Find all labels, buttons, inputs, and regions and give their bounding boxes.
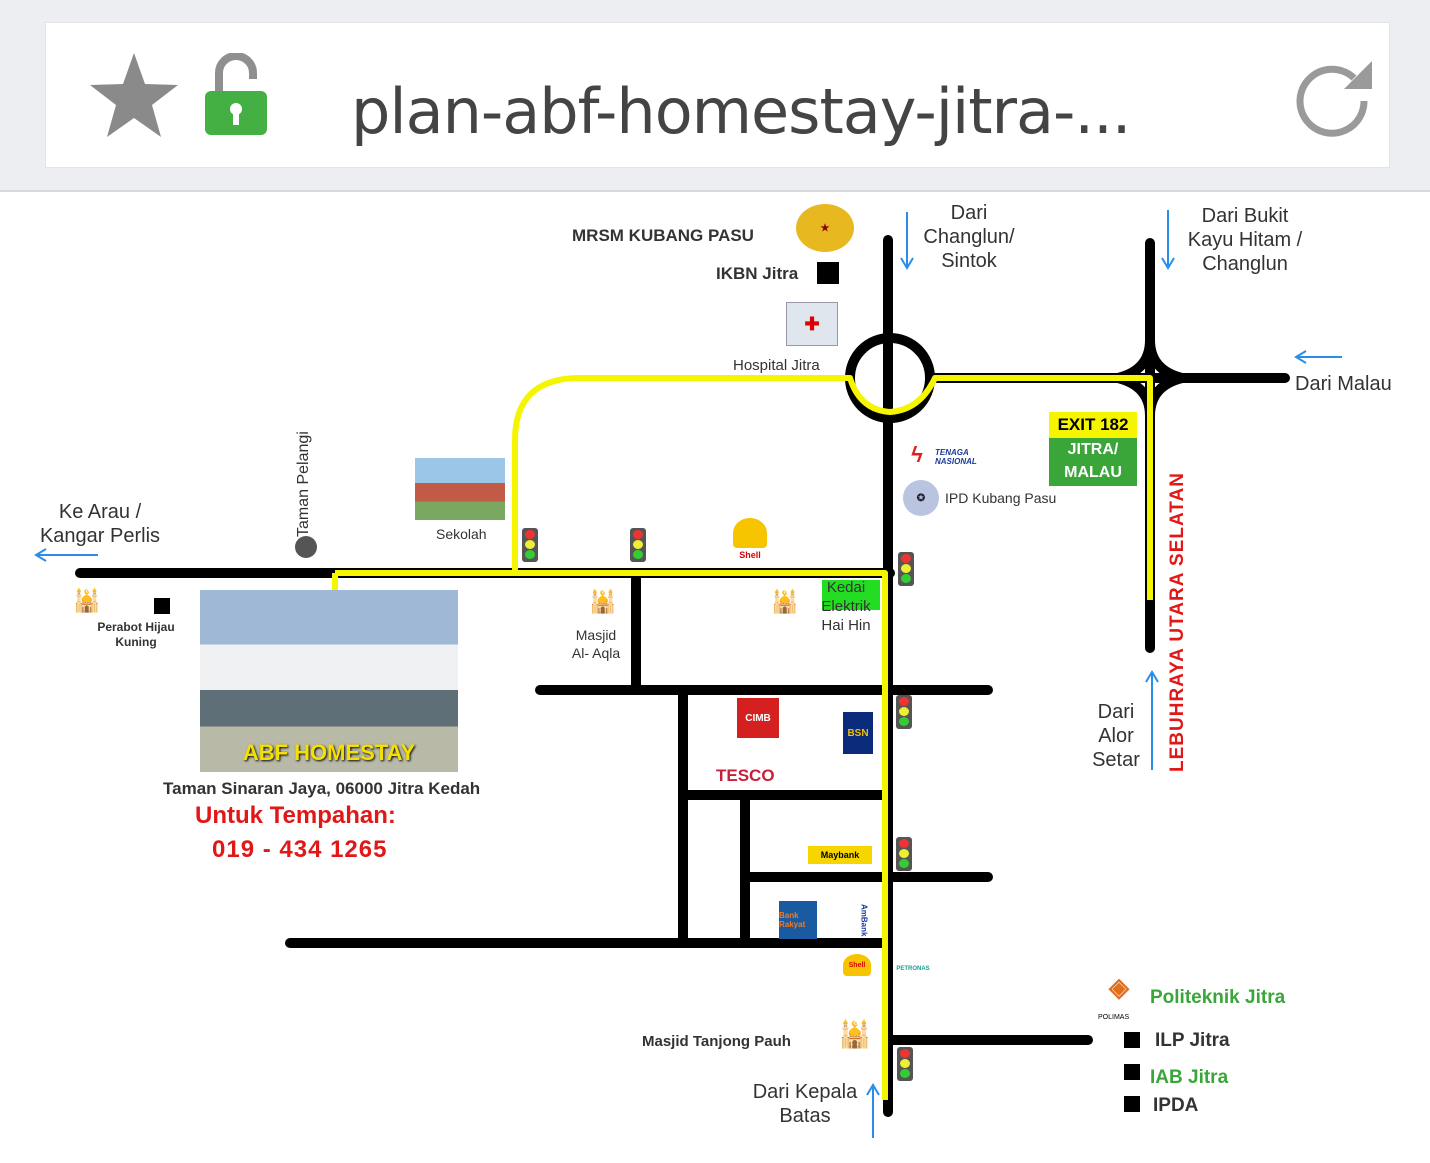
iab-label: IAB Jitra bbox=[1150, 1067, 1229, 1088]
mrsm-label: MRSM KUBANG PASU bbox=[572, 226, 754, 245]
ipd-label: IPD Kubang Pasu bbox=[945, 490, 1057, 506]
address-bar[interactable]: plan-abf-homestay-jitra-... bbox=[45, 22, 1390, 168]
traffic-light-icon bbox=[896, 695, 912, 729]
exit-number-sign: EXIT 182 bbox=[1049, 412, 1137, 438]
exit-destination-sign: JITRA/ MALAU bbox=[1049, 438, 1137, 486]
tnb-label: TENAGA NASIONAL bbox=[935, 448, 977, 466]
traffic-light-icon bbox=[896, 837, 912, 871]
ambank-logo: AmBank bbox=[859, 903, 869, 937]
browser-toolbar: plan-abf-homestay-jitra-... bbox=[0, 0, 1430, 192]
ikbn-label: IKBN Jitra bbox=[716, 264, 799, 283]
from-bukit-kayu-hitam-label: Dari Bukit Kayu Hitam / Changlun bbox=[1187, 205, 1303, 275]
police-crest-icon: ✪ bbox=[903, 480, 939, 516]
homestay-address: Taman Sinaran Jaya, 06000 Jitra Kedah bbox=[163, 779, 481, 798]
to-arau-label: Ke Arau / Kangar Perlis bbox=[39, 501, 161, 547]
shell-logo-2: Shell bbox=[843, 954, 871, 976]
ipda-marker bbox=[1124, 1096, 1140, 1112]
politeknik-label: Politeknik Jitra bbox=[1150, 987, 1286, 1008]
hospital-icon: ✚ bbox=[786, 302, 838, 346]
mosque-icon: 🕌 bbox=[589, 589, 617, 614]
iab-marker bbox=[1124, 1064, 1140, 1080]
hospital-label: Hospital Jitra bbox=[733, 357, 820, 374]
perabot-label: Perabot Hijau Kuning bbox=[97, 620, 175, 649]
polimas-logo-icon: ◈ bbox=[1109, 971, 1129, 1002]
ilp-label: ILP Jitra bbox=[1155, 1030, 1230, 1051]
shell-logo-icon bbox=[733, 518, 767, 548]
star-icon[interactable] bbox=[88, 51, 180, 141]
taman-pelangi-label: Taman Pelangi bbox=[295, 431, 312, 537]
shell-label: Shell bbox=[739, 550, 761, 560]
bank-rakyat-logo: Bank Rakyat bbox=[779, 901, 817, 939]
from-alor-setar-label: Dari Alor Setar bbox=[1092, 701, 1140, 771]
traffic-light-icon bbox=[522, 528, 538, 562]
from-kepala-batas-label: Dari Kepala Batas bbox=[752, 1081, 858, 1127]
homestay-name: ABF HOMESTAY bbox=[242, 740, 416, 765]
ipda-label: IPDA bbox=[1153, 1095, 1199, 1116]
cimb-logo: CIMB bbox=[737, 698, 779, 738]
reload-icon[interactable] bbox=[1286, 55, 1378, 147]
location-map: MRSM KUBANG PASU ★ IKBN Jitra ✚ Hospital… bbox=[0, 192, 1430, 1163]
from-changlun-label: Dari Changlun/ Sintok bbox=[923, 202, 1015, 272]
url-text[interactable]: plan-abf-homestay-jitra-... bbox=[351, 75, 1131, 148]
traffic-light-icon bbox=[630, 528, 646, 562]
perabot-marker bbox=[154, 598, 170, 614]
bsn-logo: BSN bbox=[843, 712, 873, 754]
phone-number[interactable]: 019 - 434 1265 bbox=[212, 836, 388, 863]
unlocked-padlock-icon bbox=[205, 53, 267, 135]
mosque-icon: 🕌 bbox=[771, 589, 799, 614]
booking-label: Untuk Tempahan: bbox=[195, 802, 396, 829]
petronas-logo: PETRONAS bbox=[896, 966, 930, 972]
maybank-logo: Maybank bbox=[808, 846, 872, 864]
tesco-logo: TESCO bbox=[716, 766, 775, 785]
homestay-photo bbox=[200, 590, 458, 772]
tnb-logo-icon: ϟ bbox=[911, 442, 923, 467]
masjid-tanjong-pauh-label: Masjid Tanjong Pauh bbox=[642, 1033, 791, 1050]
kedai-highlight bbox=[822, 580, 880, 610]
from-malau-label: Dari Malau bbox=[1295, 373, 1392, 395]
mrsm-crest-icon: ★ bbox=[796, 204, 854, 252]
school-photo bbox=[415, 458, 505, 520]
mosque-icon: 🕌 bbox=[838, 1018, 872, 1049]
polimas-label: POLIMAS bbox=[1098, 1014, 1130, 1021]
school-label: Sekolah bbox=[436, 526, 487, 542]
traffic-light-icon bbox=[897, 1047, 913, 1081]
traffic-light-icon bbox=[898, 552, 914, 586]
masjid-aqla-label: Masjid Al- Aqla bbox=[571, 627, 621, 661]
kedai-label: Kedai Elektrik Hai Hin bbox=[821, 579, 871, 634]
ilp-marker bbox=[1124, 1032, 1140, 1048]
ikbn-marker bbox=[817, 262, 839, 284]
highway-label: LEBUHRAYA UTARA SELATAN bbox=[1167, 472, 1188, 772]
mosque-icon: 🕌 bbox=[73, 588, 101, 613]
